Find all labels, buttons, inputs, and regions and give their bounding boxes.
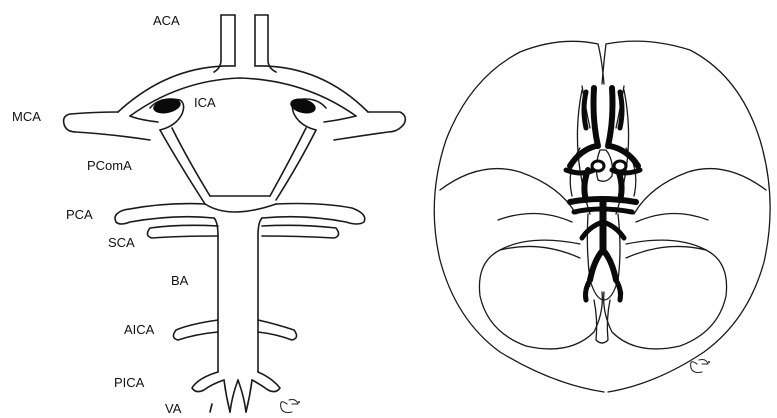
sca-vessels [147, 225, 338, 238]
mca-left [64, 112, 158, 140]
label-sca: SCA [108, 235, 135, 250]
cerebellum [479, 240, 726, 349]
aca-vessels [214, 15, 276, 72]
pcoma-vessels [160, 128, 316, 212]
aica-vessels [173, 320, 296, 340]
basal-ica-right [614, 161, 626, 171]
vertebral-arteries [210, 380, 252, 412]
mca-right [324, 112, 405, 140]
basal-arteries [566, 88, 640, 300]
label-ba: BA [171, 273, 189, 288]
basal-ica-left [592, 161, 604, 171]
label-mca: MCA [12, 109, 41, 124]
pca-vessels [115, 204, 365, 225]
label-ica: ICA [194, 95, 216, 110]
label-aica: AICA [124, 322, 155, 337]
label-va: VA [165, 401, 182, 416]
pica-vessels [192, 372, 280, 392]
left-diagram-labels: ACA MCA ICA PComA PCA SCA BA AICA PICA V… [12, 13, 216, 416]
artist-signature-right [691, 360, 710, 373]
ica-right [289, 96, 326, 130]
label-aca: ACA [153, 13, 180, 28]
label-pca: PCA [66, 207, 93, 222]
label-pica: PICA [114, 375, 145, 390]
label-pcoma: PComA [87, 158, 132, 173]
brain-basal-view [434, 41, 770, 392]
circle-of-willis-schematic [64, 15, 406, 413]
artist-signature-left [281, 400, 300, 413]
basilar-artery [214, 218, 262, 372]
